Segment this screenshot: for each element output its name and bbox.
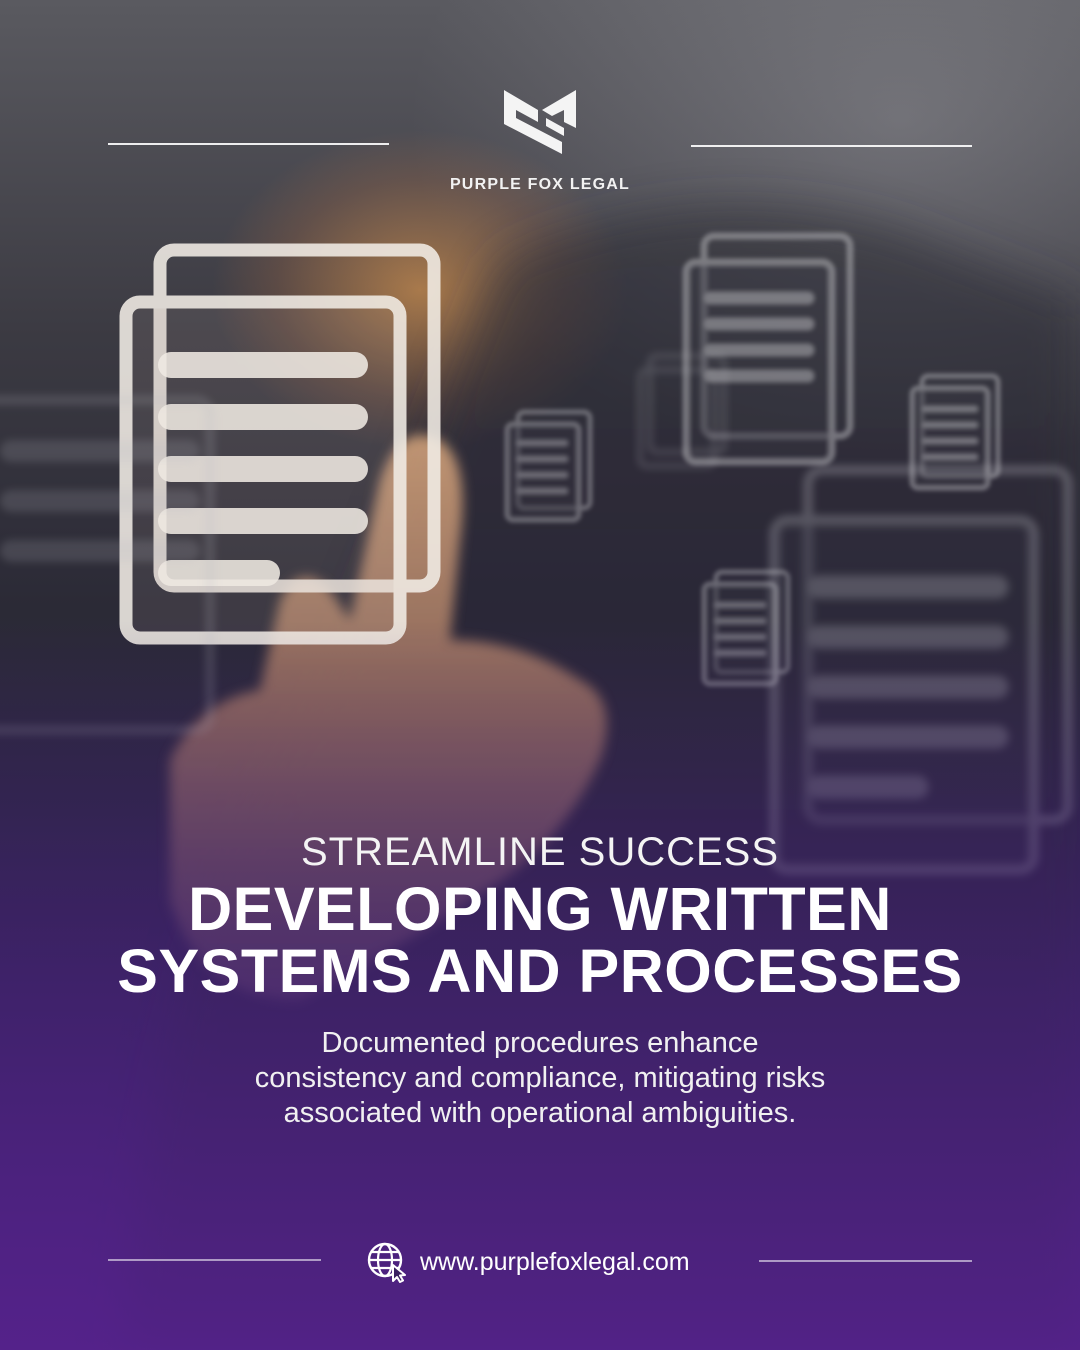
document-icon [682, 232, 854, 466]
website-link[interactable]: www.purplefoxlegal.com [366, 1240, 690, 1284]
brand-name: PURPLE FOX LEGAL [449, 176, 631, 193]
website-url[interactable]: www.purplefoxlegal.com [420, 1247, 690, 1276]
footer-rule-left [108, 1259, 321, 1261]
document-icon [909, 373, 1001, 491]
document-icon [504, 409, 593, 523]
description-line-2: consistency and compliance, mitigating r… [254, 1062, 826, 1094]
header-rule-right [691, 145, 972, 147]
headline-line-1: DEVELOPING WRITTEN [188, 875, 892, 943]
description: Documented procedures enhance consistenc… [0, 1026, 1080, 1131]
footer-rule-right [759, 1260, 972, 1262]
globe-cursor-icon [367, 1242, 406, 1283]
description-line-3: associated with operational ambiguities. [283, 1097, 797, 1129]
page-title: DEVELOPING WRITTEN SYSTEMS AND PROCESSES [0, 878, 1080, 1002]
brand-logo-icon [504, 90, 576, 154]
kicker-text: STREAMLINE SUCCESS [300, 830, 780, 874]
headline-line-2: SYSTEMS AND PROCESSES [117, 937, 963, 1005]
header-rule-left [108, 143, 389, 145]
purple-overlay [0, 620, 1080, 1350]
document-icon [637, 353, 727, 469]
description-line-1: Documented procedures enhance [321, 1027, 759, 1059]
